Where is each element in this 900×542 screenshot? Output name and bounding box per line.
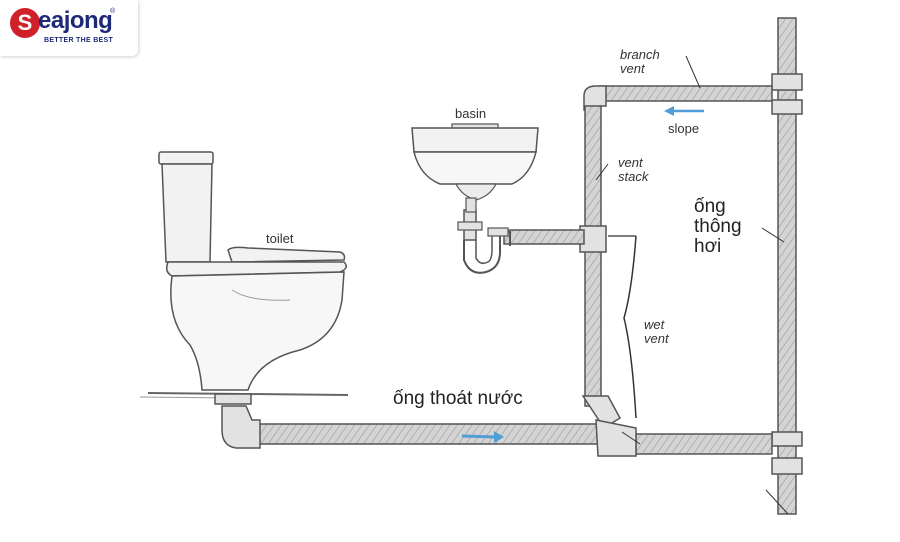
branch-vent-pipe <box>583 85 773 111</box>
p-trap <box>457 209 511 274</box>
leader-lines <box>595 55 789 515</box>
basin-fixture <box>411 123 539 213</box>
basin-drain-arm-pipe <box>503 229 585 245</box>
label-slope: slope <box>668 121 700 136</box>
label-ong-thong-hoi: ống thông hơi <box>694 196 742 257</box>
label-basin: basin <box>455 106 487 121</box>
logo-registered: ® <box>110 8 116 15</box>
label-branch-vent: branch vent <box>620 47 660 76</box>
label-toilet: toilet <box>266 231 294 246</box>
label-vent-stack: vent stack <box>618 155 649 184</box>
flow-arrow <box>461 431 504 443</box>
seajong-logo: S eajong ® BETTER THE BEST <box>0 0 138 56</box>
toilet-fixture <box>158 151 347 391</box>
logo-tagline: BETTER THE BEST <box>44 37 114 44</box>
slope-arrow <box>664 106 704 116</box>
label-ong-thoat-nuoc: ống thoát nước <box>393 388 523 409</box>
main-vent-stack-pipe <box>771 17 803 515</box>
main-drain-pipe <box>214 393 773 457</box>
label-wet-vent: wet vent <box>644 317 669 346</box>
logo-wordmark: eajong <box>38 7 113 34</box>
wet-vent-bracket <box>608 235 637 419</box>
vent-stack-pipe <box>579 105 621 430</box>
logo-mark: S <box>10 8 40 38</box>
